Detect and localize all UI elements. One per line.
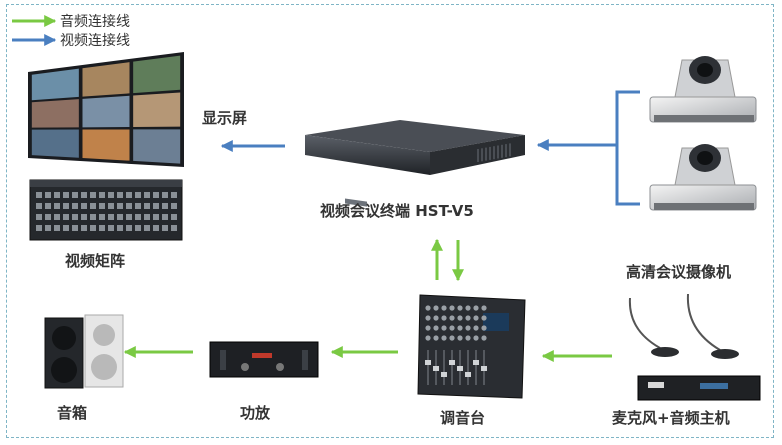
label-display: 显示屏 bbox=[202, 109, 247, 127]
terminal-device bbox=[305, 120, 525, 207]
video-wall bbox=[28, 52, 184, 167]
legend: 音频连接线 视频连接线 bbox=[12, 13, 130, 49]
legend-audio-label: 音频连接线 bbox=[60, 13, 130, 30]
label-mixer: 调音台 bbox=[440, 409, 485, 427]
label-terminal: 视频会议终端 HST-V5 bbox=[320, 202, 474, 220]
label-amplifier: 功放 bbox=[240, 404, 271, 422]
legend-video-label: 视频连接线 bbox=[60, 32, 130, 49]
microphones-host bbox=[628, 293, 761, 401]
mixer-device bbox=[417, 294, 526, 399]
connection-arrows bbox=[123, 90, 640, 362]
dashed-frame bbox=[6, 4, 774, 438]
camera-bracket bbox=[615, 90, 640, 206]
label-speaker: 音箱 bbox=[57, 404, 87, 422]
label-camera: 高清会议摄像机 bbox=[626, 263, 731, 281]
video-matrix bbox=[29, 179, 183, 241]
label-mic-host: 麦克风+音频主机 bbox=[612, 409, 730, 427]
label-matrix: 视频矩阵 bbox=[65, 252, 125, 270]
speakers bbox=[44, 314, 124, 389]
amplifier-device bbox=[209, 341, 319, 378]
camera-top bbox=[649, 56, 757, 123]
camera-bottom bbox=[649, 144, 757, 211]
